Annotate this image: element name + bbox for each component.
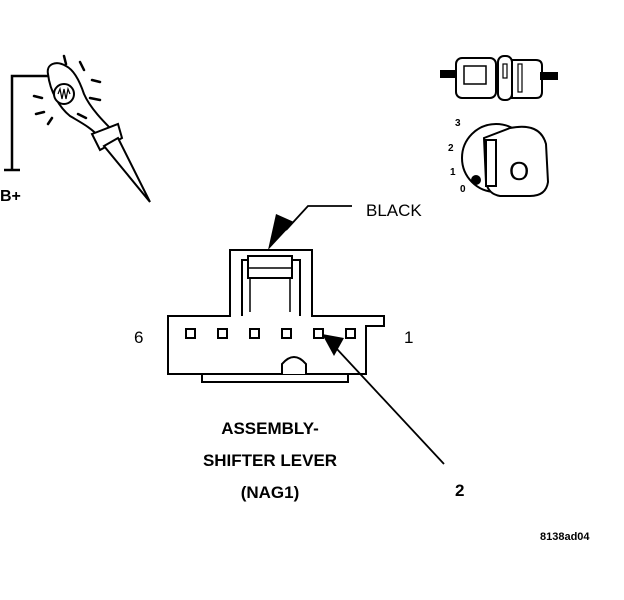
ignition-switch: 3 2 1 0 O xyxy=(448,118,550,197)
connector-right-pin-number: 1 xyxy=(404,328,413,347)
separated-connector-icon xyxy=(440,55,558,101)
ignition-position-marker xyxy=(471,175,481,185)
pin-cavity-2 xyxy=(313,328,324,339)
ignition-position-1: 1 xyxy=(450,167,456,178)
pin-2-callout-arrowhead xyxy=(322,334,344,356)
test-light: B+ xyxy=(0,54,151,205)
test-light-tip xyxy=(102,136,151,203)
ignition-position-3: 3 xyxy=(455,118,461,129)
pin-cavity-3 xyxy=(281,328,292,339)
black-callout: BLACK xyxy=(268,201,422,250)
connector-notch xyxy=(281,356,307,374)
pin-cavity-6 xyxy=(185,328,196,339)
pin-cavity-4 xyxy=(249,328,260,339)
supply-label: B+ xyxy=(0,188,21,205)
key-icon: O xyxy=(482,125,550,197)
bulb-icon xyxy=(53,83,75,105)
pin-cavity-5 xyxy=(217,328,228,339)
test-light-body xyxy=(46,62,116,140)
connector-color-label: BLACK xyxy=(366,201,422,220)
ignition-position-2: 2 xyxy=(448,143,454,154)
shifter-connector: 6 1 xyxy=(134,249,413,383)
figure-id: 8138ad04 xyxy=(540,531,590,543)
component-name-line-3: (NAG1) xyxy=(241,483,300,502)
connector-lock-latch xyxy=(247,255,293,279)
component-name: ASSEMBLY- SHIFTER LEVER (NAG1) xyxy=(203,419,337,502)
test-light-handle xyxy=(90,122,124,152)
pin-cavity-1 xyxy=(345,328,356,339)
connector-key-rail xyxy=(201,373,349,383)
pin-2-callout: 2 xyxy=(322,334,464,500)
connector-pins xyxy=(185,328,356,339)
pin-callout-number: 2 xyxy=(455,481,464,500)
black-callout-arrowhead xyxy=(268,214,294,250)
key-glyph: O xyxy=(509,156,529,186)
component-name-line-2: SHIFTER LEVER xyxy=(203,451,337,470)
test-light-lead xyxy=(10,74,48,170)
ignition-position-0: 0 xyxy=(460,184,466,195)
connector-left-pin-number: 6 xyxy=(134,328,143,347)
component-name-line-1: ASSEMBLY- xyxy=(221,419,319,438)
light-rays-icon xyxy=(32,54,102,126)
